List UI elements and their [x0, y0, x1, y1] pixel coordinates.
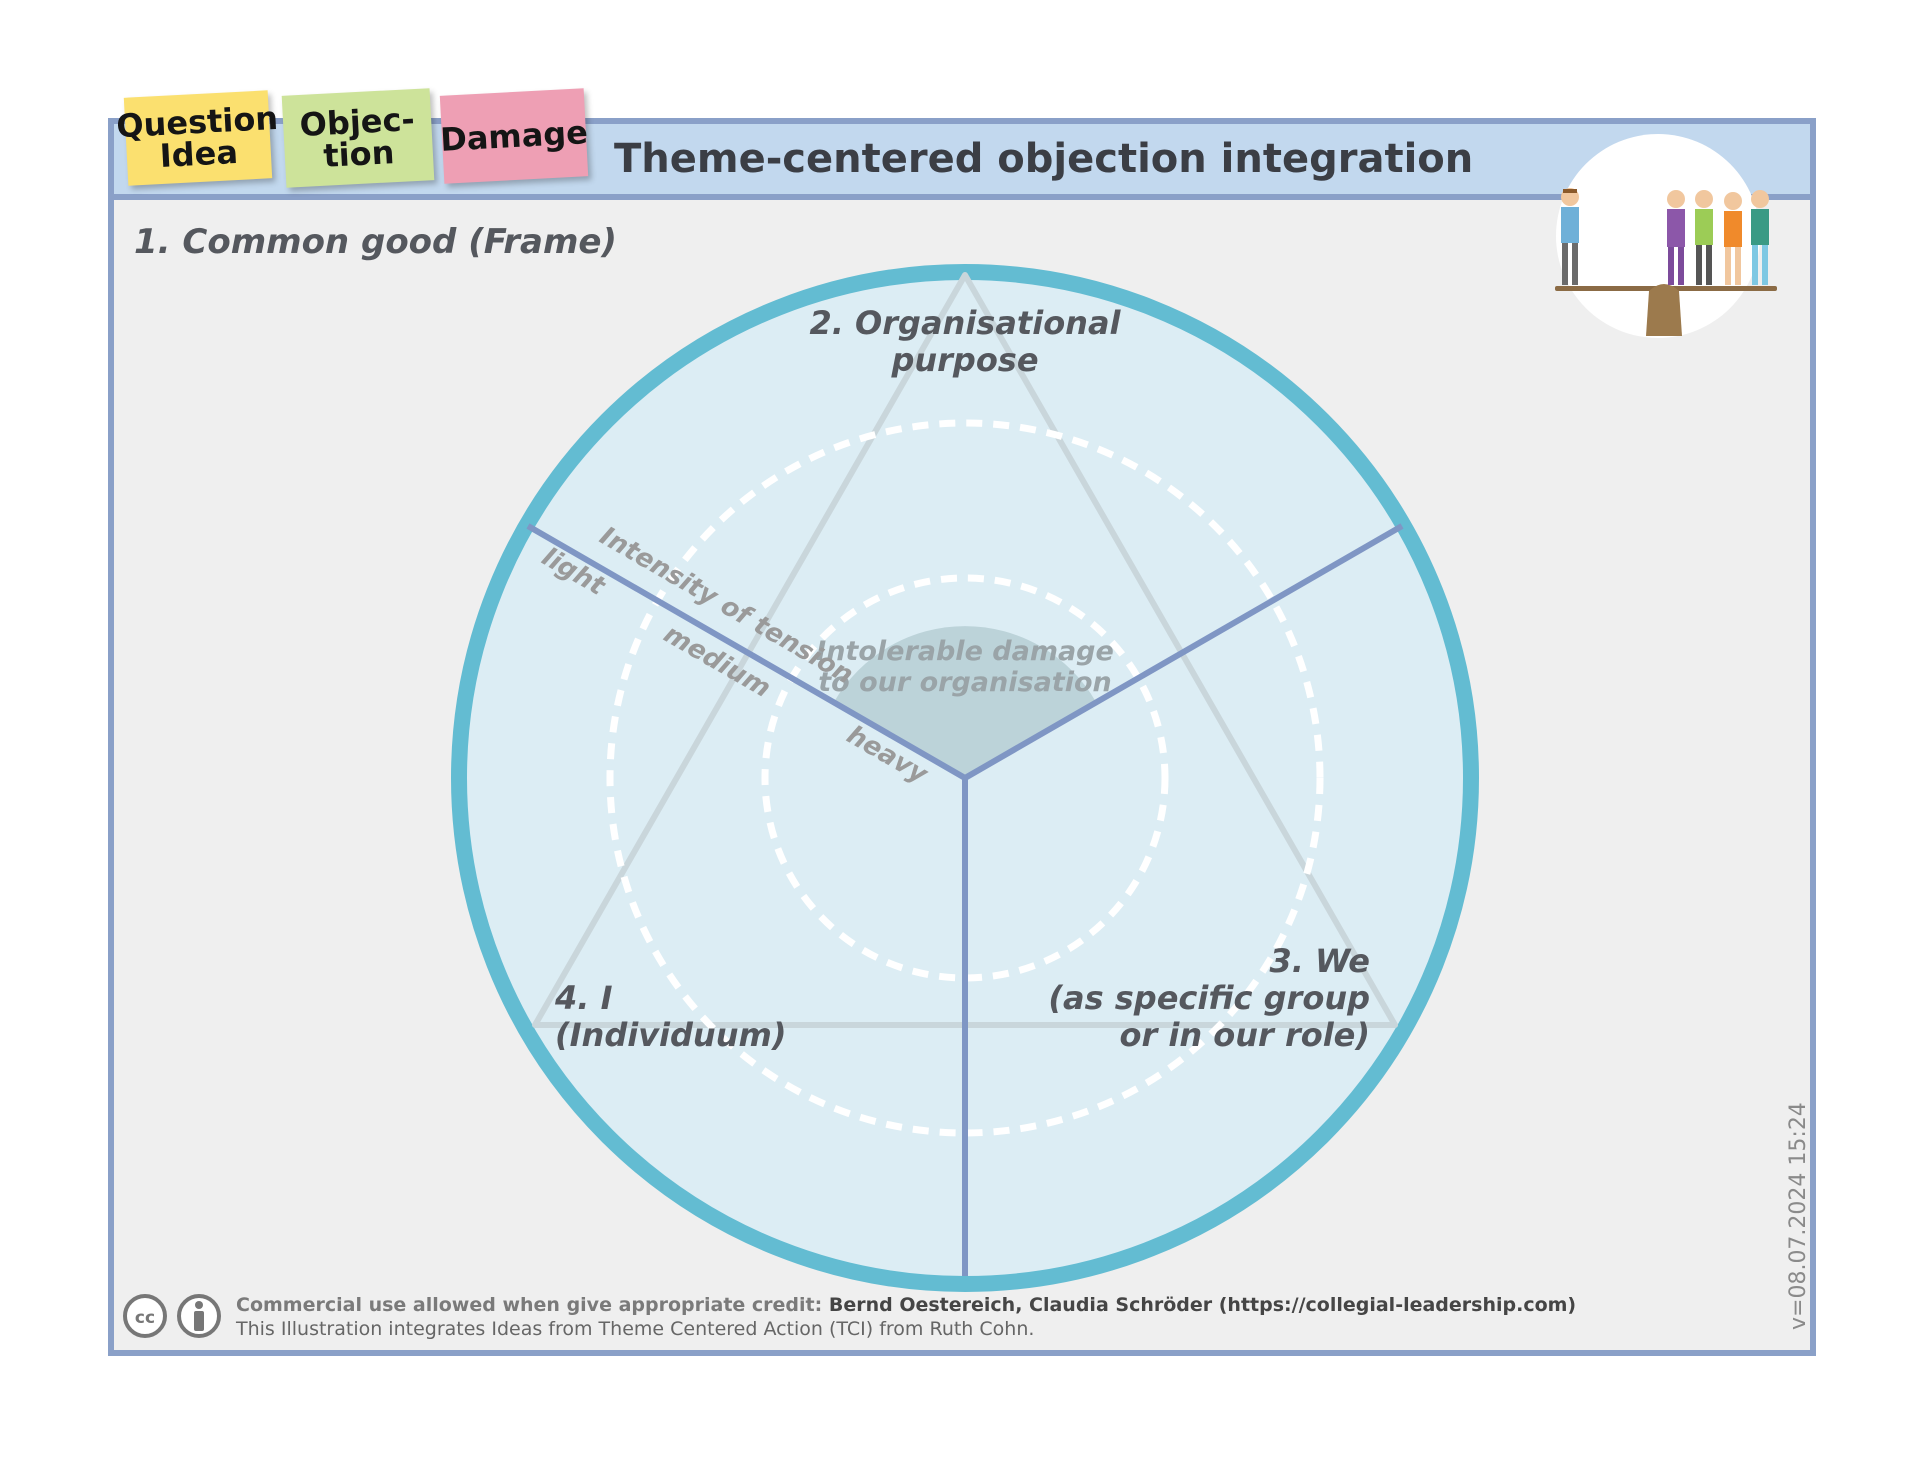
center-label-line1: Intolerable damage — [816, 636, 1114, 667]
cc-icon: cc — [123, 1294, 167, 1338]
svg-text:cc: cc — [135, 1308, 155, 1328]
attribution-icon — [177, 1294, 221, 1338]
segment-top-label-line1: 2. Organisational — [809, 304, 1121, 342]
credit-prefix: Commercial use allowed when give appropr… — [236, 1294, 823, 1316]
frame-title: 1. Common good (Frame) — [134, 222, 617, 262]
segment-top-label-line2: purpose — [890, 341, 1038, 379]
tci-note: This Illustration integrates Ideas from … — [236, 1318, 1035, 1340]
divider-left — [526, 523, 967, 781]
license-icons: cc — [123, 1294, 221, 1338]
credit-line: Commercial use allowed when give appropr… — [236, 1294, 1576, 1316]
segment-right-label-line3: or in our role) — [1119, 1016, 1370, 1054]
center-label-line2: to our organisation — [818, 667, 1111, 698]
ring-medium — [606, 419, 1324, 1137]
segment-left-label-line1: 4. I — [554, 979, 613, 1017]
segment-right-label-line2: (as specific group — [1048, 979, 1370, 1017]
center-damage-sector — [834, 626, 1096, 778]
ring-heavy — [761, 574, 1169, 982]
segment-right-label-line1: 3. We — [1269, 942, 1370, 980]
page-title: Theme-centered objection integration — [614, 136, 1474, 182]
people-on-seesaw-icon — [1555, 134, 1777, 338]
credit-names: Bernd Oestereich, Claudia Schröder (http… — [828, 1294, 1577, 1316]
segment-left-label-line2: (Individuum) — [555, 1016, 786, 1054]
version-stamp: v=08.07.2024 15:24 — [1786, 1102, 1811, 1330]
divider-right — [963, 523, 1404, 781]
